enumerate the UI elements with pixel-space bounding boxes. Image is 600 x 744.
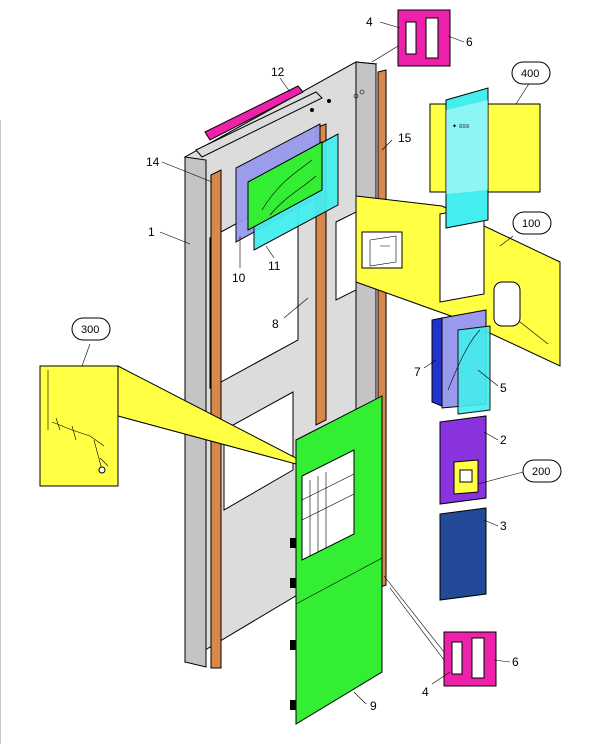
assembly-400-white-face (446, 100, 488, 194)
mount-hole (353, 93, 359, 99)
cabinet-side-cutout (335, 211, 357, 301)
callout-6-top: 6 (466, 35, 473, 49)
front-door (295, 395, 383, 725)
callout-8: 8 (272, 317, 279, 331)
latch-mechanism (51, 417, 109, 471)
callout-1: 1 (148, 225, 155, 239)
bubble-300: 300 (71, 317, 111, 341)
panel-5-graphic (447, 329, 481, 391)
hinge-bottom-leader-b (389, 587, 445, 661)
panel-graphic (261, 159, 317, 216)
lock-bracket-detail (369, 235, 397, 267)
latch-knob (98, 466, 106, 474)
hinge-top-leader (371, 45, 399, 63)
callout-6-bottom: 6 (512, 655, 519, 669)
callout-4-top: 4 (366, 15, 373, 29)
insert-switch (459, 469, 473, 483)
hinge-part-bottom-b (471, 637, 485, 679)
callout-5: 5 (500, 381, 507, 395)
assembly-400-logo: ✦ ≡≡≡ (452, 123, 470, 130)
bubble-100: 100 (512, 211, 552, 235)
leader-lines (81, 21, 531, 705)
bubble-400: 400 (511, 61, 551, 85)
bubble-200-label: 200 (532, 466, 550, 478)
top-trim-bar (204, 85, 304, 141)
hinge-bottom-leader-a (383, 575, 445, 653)
door-hinge (290, 538, 296, 548)
callout-3: 3 (500, 519, 507, 533)
callout-15: 15 (398, 131, 412, 145)
bubble-200: 200 (522, 459, 562, 483)
assembly-300-panel (39, 365, 119, 487)
door-hinge (290, 640, 296, 650)
callout-14: 14 (146, 155, 160, 169)
mount-hole (359, 89, 365, 95)
hinge-part-bottom-a (451, 641, 463, 675)
door-hinge (290, 700, 296, 710)
callout-10: 10 (232, 271, 246, 285)
bubble-300-label: 300 (81, 324, 99, 336)
green-graphic-panel (247, 141, 323, 231)
door-window (301, 449, 355, 561)
callout-4-bottom: 4 (422, 685, 429, 699)
navy-panel (439, 507, 487, 601)
bubble-400-label: 400 (521, 68, 539, 80)
handle-recess (493, 281, 521, 327)
bubble-100-label: 100 (522, 218, 540, 230)
upper-bracket (195, 91, 323, 158)
assembly-400-cyan-panel (445, 87, 489, 229)
door-window-detail (301, 472, 355, 556)
callout-9: 9 (370, 699, 377, 713)
callout-2: 2 (500, 433, 507, 447)
callout-7: 7 (414, 365, 421, 379)
handle-cable (519, 321, 549, 345)
mount-hole (327, 99, 331, 103)
hinge-part-top-a (405, 21, 417, 55)
mount-hole (310, 108, 314, 112)
door-hinge (290, 578, 296, 588)
callout-11: 11 (268, 259, 281, 273)
cyan-inner-panel (457, 325, 491, 415)
callout-12: 12 (271, 65, 285, 79)
door-seam (295, 557, 383, 605)
hinge-part-top-b (425, 17, 439, 59)
